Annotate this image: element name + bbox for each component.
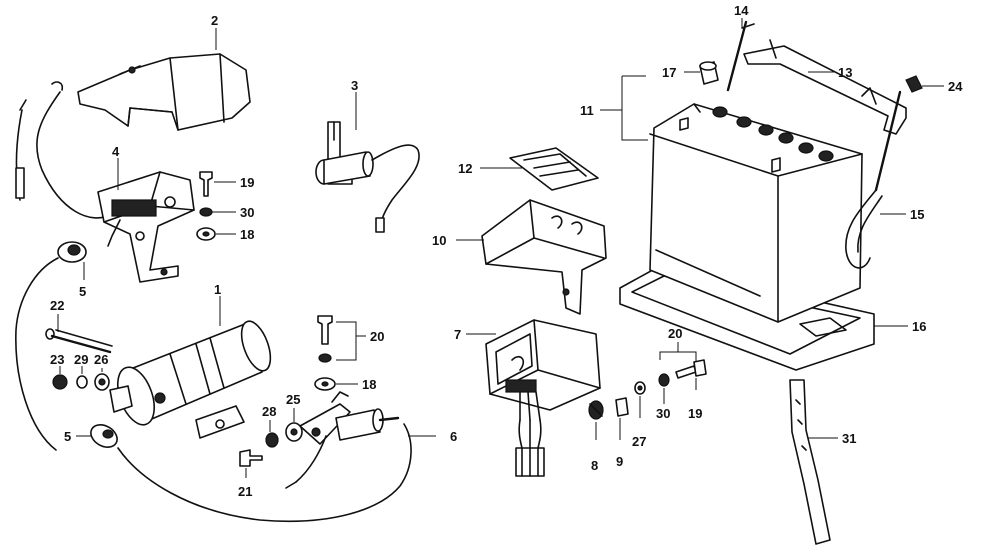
callout-17: 17 — [662, 65, 676, 80]
resistor-part — [285, 391, 400, 489]
callout-25: 25 — [286, 392, 300, 407]
callout-31: 31 — [842, 431, 856, 446]
callout-6: 6 — [450, 429, 457, 444]
callout-1: 1 — [214, 282, 221, 297]
callout-12: 12 — [458, 161, 472, 176]
callout-22: 22 — [50, 298, 64, 313]
cap-upper-part — [15, 241, 87, 451]
callout-16: 16 — [912, 319, 926, 334]
battery-holddown-part — [726, 20, 907, 135]
small-fasteners-lower — [239, 422, 303, 467]
callout-13: 13 — [838, 65, 852, 80]
callout-4: 4 — [112, 144, 120, 159]
callout-28: 28 — [262, 404, 276, 419]
callout-5-lower: 5 — [64, 429, 71, 444]
callout-27: 27 — [632, 434, 646, 449]
leader-lines — [57, 18, 944, 478]
callout-14: 14 — [734, 3, 749, 18]
regulator-bracket-part — [481, 199, 607, 315]
ignition-coil-part — [109, 320, 272, 439]
callout-19-right: 19 — [688, 406, 702, 421]
callout-21: 21 — [238, 484, 252, 499]
ballast-bracket-part — [97, 171, 195, 283]
cap-lower-part — [90, 423, 412, 523]
callout-26: 26 — [94, 352, 108, 367]
callout-30-upper: 30 — [240, 205, 254, 220]
screw-stack-middle — [314, 315, 336, 391]
coil-lead-wire — [15, 81, 113, 219]
screw-group-right — [658, 359, 707, 387]
callout-23: 23 — [50, 352, 64, 367]
callout-15: 15 — [910, 207, 924, 222]
callout-29: 29 — [74, 352, 88, 367]
bolt-washer-group — [45, 328, 113, 391]
callout-labels: 1 2 3 4 5 5 6 7 8 9 10 11 12 13 14 15 16… — [50, 3, 963, 499]
callout-30-right: 30 — [656, 406, 670, 421]
callout-18-upper: 18 — [240, 227, 254, 242]
callout-24: 24 — [948, 79, 963, 94]
j-bolt-part — [845, 90, 902, 269]
callout-18-middle: 18 — [362, 377, 376, 392]
battery-part — [649, 103, 863, 323]
callout-20-middle: 20 — [370, 329, 384, 344]
terminal-cap-17 — [699, 61, 719, 85]
callout-3: 3 — [351, 78, 358, 93]
voltage-regulator-part — [485, 319, 601, 477]
label-plate-part — [509, 147, 599, 191]
callout-8: 8 — [591, 458, 598, 473]
coil-cover-part — [77, 53, 251, 131]
callout-19-upper: 19 — [240, 175, 254, 190]
callout-7: 7 — [454, 327, 461, 342]
callout-2: 2 — [211, 13, 218, 28]
callout-5-upper: 5 — [79, 284, 86, 299]
wing-nut-24 — [905, 75, 923, 93]
callout-9: 9 — [616, 454, 623, 469]
callout-11: 11 — [580, 103, 594, 118]
condenser-part — [315, 121, 420, 233]
screw-stack-upper — [196, 171, 216, 241]
drain-hose-part — [789, 379, 831, 545]
regulator-fasteners — [588, 381, 646, 420]
callout-10: 10 — [432, 233, 446, 248]
callout-20-right: 20 — [668, 326, 682, 341]
